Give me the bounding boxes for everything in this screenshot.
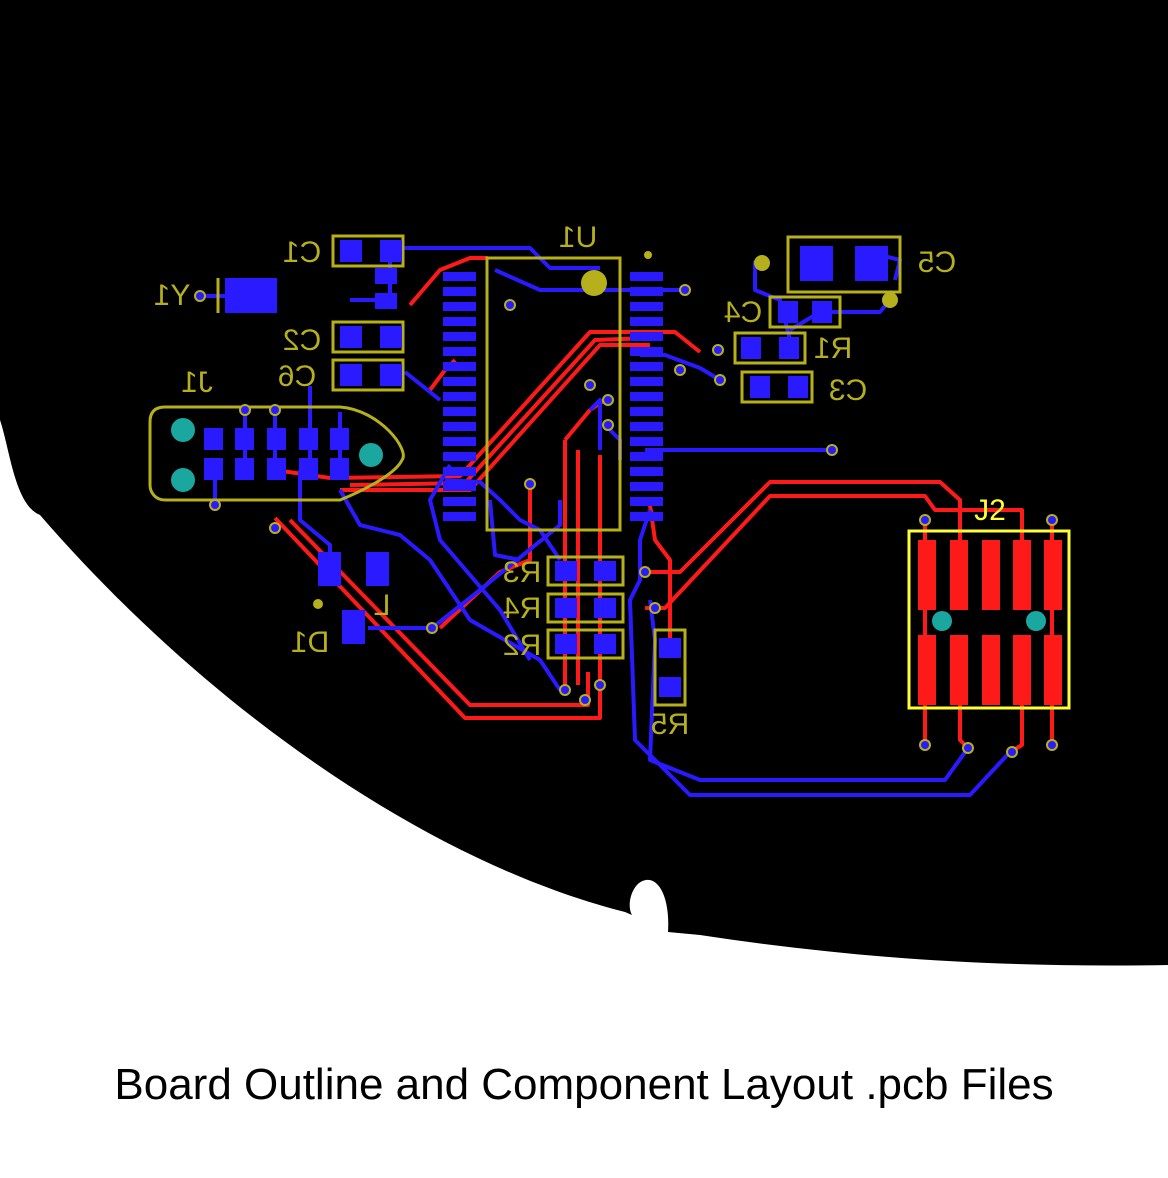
u1-pin1-dot — [644, 251, 652, 259]
r3-outline — [546, 555, 625, 587]
label-y1: Y1 — [154, 279, 191, 312]
c5-marker-left — [754, 255, 770, 271]
label-d1: D1 — [291, 626, 329, 659]
j1-outline — [148, 405, 405, 502]
label-r4: R4 — [503, 592, 541, 625]
r4-outline — [546, 592, 625, 624]
label-r5: R5 — [651, 708, 689, 741]
r2-outline — [546, 628, 625, 660]
label-l: L — [374, 589, 391, 622]
label-r1: R1 — [814, 332, 852, 365]
c1-outline — [331, 234, 405, 268]
c4-outline — [768, 295, 842, 329]
j2-outline — [907, 529, 1071, 710]
label-c5: C5 — [918, 246, 956, 279]
c3-outline — [740, 370, 814, 404]
r5-outline — [653, 628, 687, 707]
label-r2: R2 — [503, 629, 541, 662]
d1-marker — [313, 599, 323, 609]
vias — [194, 284, 1058, 758]
label-c6: C6 — [278, 360, 316, 393]
c5-marker-right — [882, 292, 898, 308]
figure-caption: Board Outline and Component Layout .pcb … — [114, 1060, 1054, 1109]
label-u1: U1 — [559, 221, 597, 254]
u1-outline — [485, 256, 622, 532]
drill-holes — [171, 418, 1046, 631]
label-c4: C4 — [724, 296, 762, 329]
label-c1: C1 — [283, 236, 321, 269]
r1-outline — [733, 331, 807, 365]
label-j1: J1 — [181, 366, 213, 399]
silkscreen-outlines — [148, 234, 902, 707]
board-outline — [0, 0, 1168, 966]
label-c3: C3 — [829, 374, 867, 407]
u1-fiducial — [581, 270, 607, 296]
label-r3: R3 — [503, 556, 541, 589]
y1-body — [225, 278, 277, 313]
j2-pads — [918, 540, 1062, 705]
label-j2: J2 — [974, 494, 1006, 527]
smd-pads — [204, 240, 888, 697]
c6-outline — [331, 358, 405, 392]
c2-outline — [331, 320, 405, 354]
pcb-layout-view: U1 C1 Y1 C2 C6 J1 C5 C4 R1 C3 R3 R4 R2 R… — [0, 0, 1168, 966]
c5-outline — [786, 235, 902, 294]
label-c2: C2 — [283, 324, 321, 357]
designator-labels: U1 C1 Y1 C2 C6 J1 C5 C4 R1 C3 R3 R4 R2 R… — [154, 221, 1006, 741]
